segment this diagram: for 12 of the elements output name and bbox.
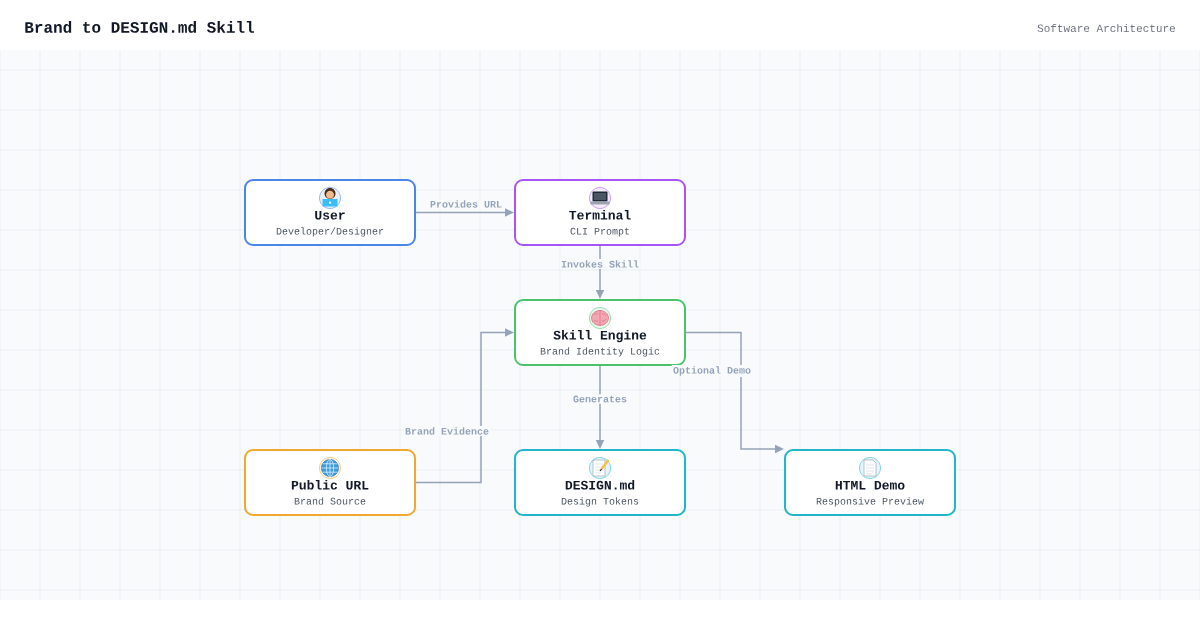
process-box: DESIGN.md Design Tokens [514,449,686,516]
diagram-title: Brand to DESIGN.md Skill [25,21,254,33]
edge-label: Generates [571,394,629,404]
process-box: HTML Demo Responsive Preview [784,449,956,516]
process-box: Public URL Brand Source [244,449,416,516]
process-box: User Developer/Designer [244,179,416,246]
edge-label: Invokes Skill [559,259,641,269]
process-box: Terminal CLI Prompt [514,179,686,246]
edge-label: Provides URL [428,199,504,209]
edge-label: Brand Evidence [403,426,491,436]
header-label: Software Architecture [1037,23,1175,32]
process-box: Skill Engine Brand Identity Logic [514,299,686,366]
